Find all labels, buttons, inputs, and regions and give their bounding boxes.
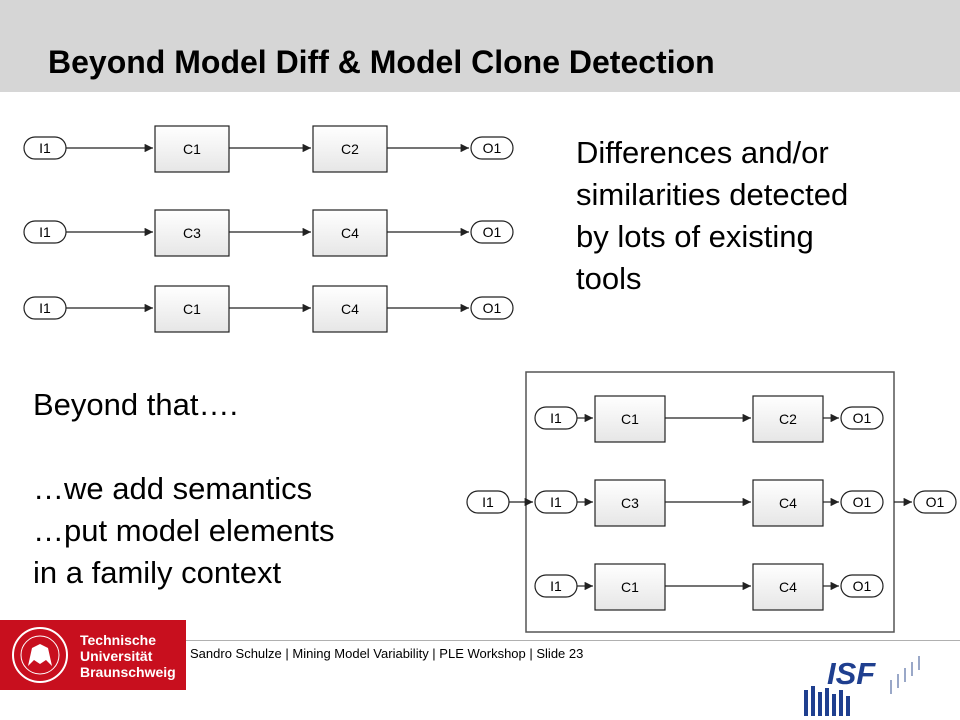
output-port: O1 bbox=[470, 220, 514, 244]
logo-line-1: Technische bbox=[80, 632, 156, 648]
family-input-port-label: I1 bbox=[550, 494, 562, 510]
family-component-box-label: C3 bbox=[621, 495, 639, 511]
family-output-port: O1 bbox=[840, 406, 884, 430]
beyond-line-2 bbox=[33, 426, 335, 468]
family-component-box: C4 bbox=[752, 479, 824, 527]
footer-text: Sandro Schulze | Mining Model Variabilit… bbox=[190, 646, 584, 661]
family-component-box: C3 bbox=[594, 479, 666, 527]
component-box-label: C4 bbox=[341, 301, 359, 317]
family-external-output-label: O1 bbox=[926, 494, 945, 510]
component-box-label: C1 bbox=[183, 301, 201, 317]
university-seal-icon bbox=[12, 627, 68, 683]
logo-line-2: Universität bbox=[80, 648, 153, 664]
family-input-port-label: I1 bbox=[550, 578, 562, 594]
family-row-2: I1 C3 C4 O1 bbox=[534, 479, 884, 527]
output-port-label: O1 bbox=[483, 224, 502, 240]
family-external-input: I1 bbox=[466, 490, 510, 514]
family-component-box-label: C4 bbox=[779, 579, 797, 595]
description-text: Differences and/or similarities detected… bbox=[576, 132, 848, 300]
model-variant-2: I1 C3 C4 O1 bbox=[23, 209, 514, 257]
component-box: C2 bbox=[312, 125, 388, 173]
input-port-label: I1 bbox=[39, 224, 51, 240]
family-component-box: C4 bbox=[752, 563, 824, 611]
family-output-port-label: O1 bbox=[853, 410, 872, 426]
tu-braunschweig-logo: Technische Universität Braunschweig bbox=[0, 620, 186, 690]
family-input-port: I1 bbox=[534, 490, 578, 514]
input-port: I1 bbox=[23, 296, 67, 320]
input-port-label: I1 bbox=[39, 140, 51, 156]
description-line-3: by lots of existing bbox=[576, 219, 814, 254]
family-row-1: I1 C1 C2 O1 bbox=[534, 395, 884, 443]
model-variant-3: I1 C1 C4 O1 bbox=[23, 285, 514, 333]
family-input-port: I1 bbox=[534, 406, 578, 430]
output-port: O1 bbox=[470, 296, 514, 320]
family-row-3: I1 C1 C4 O1 bbox=[534, 563, 884, 611]
family-output-port-label: O1 bbox=[853, 578, 872, 594]
isf-logo-icon bbox=[804, 656, 920, 716]
component-box-label: C4 bbox=[341, 225, 359, 241]
beyond-text: Beyond that…. …we add semantics …put mod… bbox=[33, 384, 335, 594]
family-input-port-label: I1 bbox=[550, 410, 562, 426]
family-input-port: I1 bbox=[534, 574, 578, 598]
component-box: C4 bbox=[312, 209, 388, 257]
header-bar bbox=[0, 0, 960, 92]
family-output-port-label: O1 bbox=[853, 494, 872, 510]
component-box: C4 bbox=[312, 285, 388, 333]
description-line-1: Differences and/or bbox=[576, 135, 829, 170]
family-component-box-label: C2 bbox=[779, 411, 797, 427]
family-component-box: C1 bbox=[594, 395, 666, 443]
beyond-line-1: Beyond that…. bbox=[33, 387, 239, 422]
beyond-line-4: …put model elements bbox=[33, 513, 335, 548]
family-external-input-label: I1 bbox=[482, 494, 494, 510]
family-component-box: C2 bbox=[752, 395, 824, 443]
family-component-box-label: C4 bbox=[779, 495, 797, 511]
component-box: C3 bbox=[154, 209, 230, 257]
component-box: C1 bbox=[154, 125, 230, 173]
output-port-label: O1 bbox=[483, 300, 502, 316]
model-variant-1: I1 C1 C2 O1 bbox=[23, 125, 514, 173]
family-component-box-label: C1 bbox=[621, 579, 639, 595]
family-output-port: O1 bbox=[840, 490, 884, 514]
output-port: O1 bbox=[470, 136, 514, 160]
beyond-line-5: in a family context bbox=[33, 555, 282, 590]
footer-divider bbox=[186, 640, 960, 641]
component-box: C1 bbox=[154, 285, 230, 333]
logo-line-3: Braunschweig bbox=[80, 664, 176, 680]
family-component-box: C1 bbox=[594, 563, 666, 611]
component-box-label: C2 bbox=[341, 141, 359, 157]
family-external-output: O1 bbox=[913, 490, 957, 514]
description-line-2: similarities detected bbox=[576, 177, 849, 212]
input-port: I1 bbox=[23, 136, 67, 160]
component-box-label: C3 bbox=[183, 225, 201, 241]
family-output-port: O1 bbox=[840, 574, 884, 598]
component-box-label: C1 bbox=[183, 141, 201, 157]
isf-logo-text: ISF bbox=[827, 656, 876, 691]
input-port: I1 bbox=[23, 220, 67, 244]
family-component-box-label: C1 bbox=[621, 411, 639, 427]
description-line-4: tools bbox=[576, 261, 642, 296]
output-port-label: O1 bbox=[483, 140, 502, 156]
beyond-line-3: …we add semantics bbox=[33, 471, 313, 506]
input-port-label: I1 bbox=[39, 300, 51, 316]
slide-title: Beyond Model Diff & Model Clone Detectio… bbox=[48, 44, 715, 80]
